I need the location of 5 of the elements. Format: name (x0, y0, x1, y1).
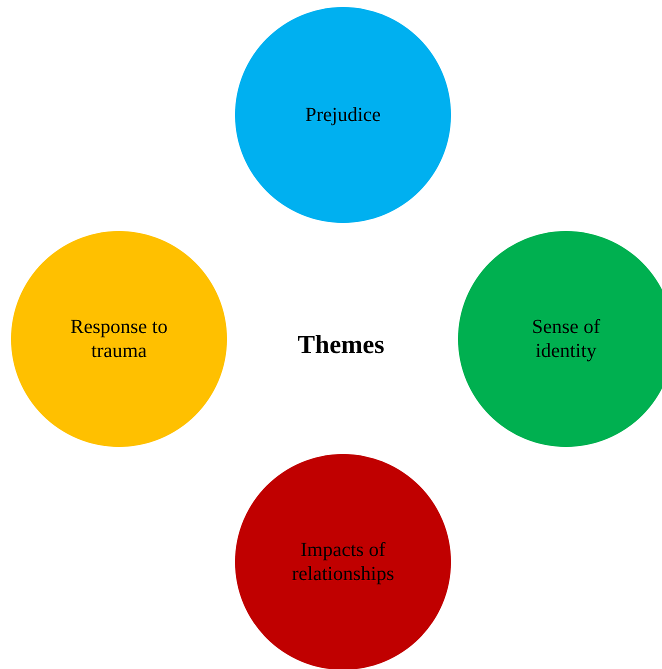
theme-label: Prejudice (304, 103, 382, 127)
center-title: Themes (298, 330, 384, 360)
theme-label: Sense of identity (530, 315, 602, 363)
theme-label: Response to trauma (69, 315, 169, 363)
theme-label: Impacts of relationships (290, 538, 396, 586)
